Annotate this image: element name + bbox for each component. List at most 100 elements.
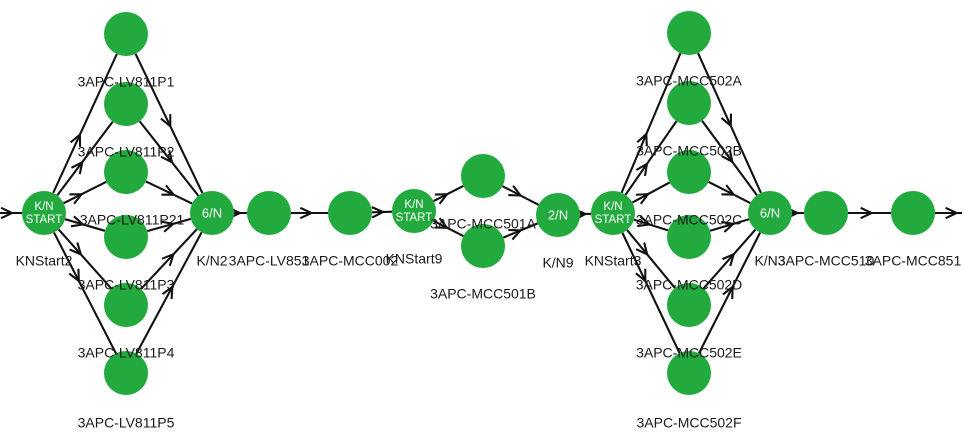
- node-circle-3APC-MCC502D[interactable]: [667, 215, 711, 259]
- node-circle-3APC-MCC002[interactable]: [328, 191, 372, 235]
- edge-3APC-LV811P3-to-K/N2[interactable]: [146, 217, 192, 233]
- edge-3APC-LV851-to-3APC-MCC002-arrow-icon: [299, 206, 314, 220]
- node-3APC-MCC502B[interactable]: [667, 81, 711, 125]
- edge-3APC-MCC502D-to-K/N3[interactable]: [709, 218, 750, 232]
- node-3APC-MCC501B[interactable]: [461, 224, 505, 268]
- edge-3APC-MCC510-to-3APC-MCC851-arrow-icon: [860, 206, 875, 220]
- node-caption-K/N3: K/N3: [754, 253, 785, 269]
- node-circle-KNStart2[interactable]: [22, 191, 66, 235]
- node-3APC-MCC851[interactable]: [891, 191, 935, 235]
- edge-3APC-MCC502A-to-K/N3[interactable]: [697, 52, 762, 194]
- node-inner-label-K/N2: 6/N: [202, 205, 222, 220]
- node-caption-3APC-MCC501B: 3APC-MCC501B: [430, 286, 536, 302]
- edge-KNStart3-to-3APC-MCC502E[interactable]: [626, 229, 676, 289]
- edge-KNStart3-to-3APC-MCC502B[interactable]: [624, 120, 678, 196]
- node-circle-3APC-MCC501B[interactable]: [461, 224, 505, 268]
- node-circle-3APC-MCC510[interactable]: [804, 191, 848, 235]
- node-3APC-MCC502F[interactable]: [667, 351, 711, 395]
- node-caption-KNStart9: KNStart9: [386, 251, 443, 267]
- node-circle-3APC-MCC501A[interactable]: [461, 154, 505, 198]
- edge-stub-1-arrow-icon: [945, 206, 960, 220]
- node-3APC-MCC502A[interactable]: [667, 11, 711, 55]
- node-circle-3APC-LV811P21[interactable]: [104, 150, 148, 194]
- node-3APC-MCC510[interactable]: [804, 191, 848, 235]
- edge-KNStart2-to-3APC-LV811P1[interactable]: [52, 53, 118, 194]
- edge-3APC-MCC502E-to-K/N3[interactable]: [702, 228, 757, 290]
- node-caption-3APC-MCC502F: 3APC-MCC502F: [636, 415, 741, 431]
- edge-3APC-LV811P1-to-K/N2-arrow-icon: [160, 114, 172, 129]
- node-circle-3APC-LV811P3[interactable]: [104, 215, 148, 259]
- edge-stub-0-arrow-icon: [0, 206, 15, 220]
- node-caption-3APC-MCC502E: 3APC-MCC502E: [636, 345, 742, 361]
- node-circle-3APC-LV811P5[interactable]: [104, 351, 148, 395]
- edge-3APC-LV811P4-to-K/N2[interactable]: [140, 228, 198, 290]
- node-K/N9[interactable]: 2/N: [536, 193, 580, 237]
- node-3APC-MCC502D[interactable]: [667, 215, 711, 259]
- node-circle-3APC-LV851[interactable]: [247, 191, 291, 235]
- node-3APC-LV811P2[interactable]: [104, 82, 148, 126]
- captions-layer: KNStart23APC-LV811P13APC-LV811P23APC-LV8…: [16, 73, 962, 431]
- edge-KNStart3-to-3APC-MCC502F[interactable]: [621, 232, 681, 354]
- edge-3APC-MCC502B-to-K/N3[interactable]: [701, 120, 758, 196]
- node-caption-3APC-MCC501A: 3APC-MCC501A: [430, 216, 536, 232]
- node-circle-K/N3[interactable]: [748, 191, 792, 235]
- node-circle-3APC-MCC502A[interactable]: [667, 11, 711, 55]
- node-circle-3APC-MCC502F[interactable]: [667, 351, 711, 395]
- node-3APC-LV811P3[interactable]: [104, 215, 148, 259]
- node-circle-KNStart3[interactable]: [591, 191, 635, 235]
- edge-3APC-MCC501B-to-K/N9-arrow-icon: [508, 228, 523, 241]
- node-caption-3APC-MCC510: 3APC-MCC510: [778, 253, 875, 269]
- node-circle-K/N9[interactable]: [536, 193, 580, 237]
- node-caption-3APC-MCC851: 3APC-MCC851: [865, 253, 962, 269]
- node-3APC-MCC502C[interactable]: [667, 150, 711, 194]
- edge-3APC-MCC502F-to-K/N3-arrow-icon: [722, 284, 734, 300]
- edge-3APC-MCC502E-to-K/N3-arrow-icon: [722, 252, 736, 267]
- edge-3APC-MCC502A-to-K/N3-arrow-icon: [720, 113, 733, 129]
- edge-KNStart2-to-3APC-LV811P4-arrow-icon: [69, 242, 83, 257]
- node-circle-K/N2[interactable]: [190, 191, 234, 235]
- node-caption-3APC-LV811P5: 3APC-LV811P5: [78, 415, 175, 431]
- node-3APC-LV811P4[interactable]: [104, 283, 148, 327]
- edge-KNStart2-to-3APC-LV811P5[interactable]: [53, 232, 117, 354]
- node-3APC-LV811P1[interactable]: [104, 12, 148, 56]
- edge-3APC-LV811P5-to-K/N2[interactable]: [135, 231, 203, 355]
- edge-3APC-LV811P21-to-K/N2[interactable]: [145, 180, 193, 205]
- node-caption-K/N2: K/N2: [196, 253, 227, 269]
- edge-KNStart2-to-3APC-LV811P1-arrow-icon: [69, 132, 82, 147]
- node-caption-3APC-MCC002: 3APC-MCC002: [302, 253, 399, 269]
- node-3APC-LV851[interactable]: [247, 191, 291, 235]
- node-circle-3APC-MCC502B[interactable]: [667, 81, 711, 125]
- edge-3APC-MCC502C-to-K/N3-arrow-icon: [721, 184, 736, 196]
- node-circle-3APC-MCC502E[interactable]: [667, 283, 711, 327]
- edge-3APC-MCC502D-to-K/N3-arrow-icon: [721, 220, 736, 233]
- node-circle-KNStart9[interactable]: [392, 189, 436, 233]
- node-circle-3APC-LV811P4[interactable]: [104, 283, 148, 327]
- node-K/N3[interactable]: 6/N: [748, 191, 792, 235]
- node-circle-3APC-LV811P2[interactable]: [104, 82, 148, 126]
- node-3APC-LV811P5[interactable]: [104, 351, 148, 395]
- node-circle-3APC-LV811P1[interactable]: [104, 12, 148, 56]
- node-K/N2[interactable]: 6/N: [190, 191, 234, 235]
- edge-3APC-LV811P5-to-K/N2-arrow-icon: [161, 284, 174, 300]
- edge-KNStart3-to-3APC-MCC502A-arrow-icon: [636, 131, 648, 147]
- edge-3APC-MCC502F-to-K/N3[interactable]: [698, 232, 761, 354]
- node-3APC-MCC501A[interactable]: [461, 154, 505, 198]
- edge-KNStart3-to-3APC-MCC502A[interactable]: [620, 52, 682, 194]
- node-circle-3APC-MCC851[interactable]: [891, 191, 935, 235]
- edge-KNStart2-to-3APC-LV811P21[interactable]: [63, 180, 107, 205]
- edge-3APC-LV811P1-to-K/N2[interactable]: [134, 53, 204, 194]
- edge-KNStart3-to-3APC-MCC502C[interactable]: [631, 181, 671, 204]
- node-3APC-LV811P21[interactable]: [104, 150, 148, 194]
- node-3APC-MCC002[interactable]: [328, 191, 372, 235]
- edge-3APC-LV811P2-to-K/N2[interactable]: [138, 120, 200, 197]
- node-3APC-MCC502E[interactable]: [667, 283, 711, 327]
- node-circle-3APC-MCC502C[interactable]: [667, 150, 711, 194]
- edge-KNStart2-to-3APC-LV811P4[interactable]: [57, 228, 113, 290]
- edge-3APC-MCC502C-to-K/N3[interactable]: [708, 181, 751, 204]
- edge-KNStart2-to-3APC-LV811P2[interactable]: [56, 120, 114, 197]
